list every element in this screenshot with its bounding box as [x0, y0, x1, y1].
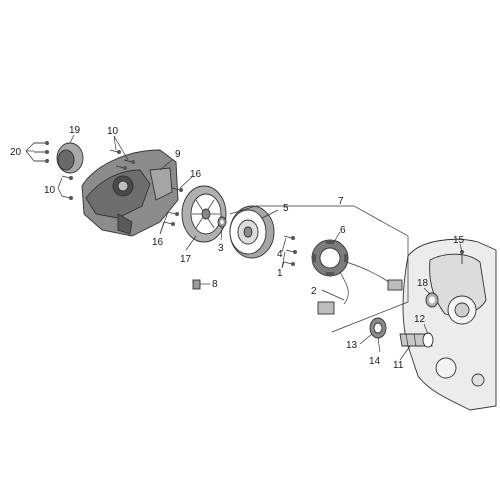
callout-6: 6	[340, 225, 346, 236]
callout-20: 20	[10, 147, 22, 158]
callout-4: 4	[277, 249, 283, 260]
screws-10-left	[61, 175, 73, 200]
callout-8: 8	[212, 279, 218, 290]
callout-16-bottom: 16	[152, 237, 164, 248]
leader-lines	[25, 134, 463, 361]
callout-labels: 20 19 10 10 9 16 16 17 3 5 7 6 4 1 8 2 1…	[10, 125, 465, 371]
screws-10-top	[109, 149, 135, 170]
cooling-fan-wheel	[181, 185, 227, 243]
callout-13: 13	[346, 340, 358, 351]
callout-15: 15	[453, 235, 465, 246]
callout-7: 7	[338, 196, 344, 207]
washer-18	[425, 292, 439, 308]
fan-cover-housing	[81, 149, 179, 237]
callout-2: 2	[311, 286, 317, 297]
flywheel-rotor	[229, 205, 275, 259]
callout-18: 18	[417, 278, 429, 289]
cover-cap	[56, 142, 84, 174]
callout-5: 5	[283, 203, 289, 214]
callout-10-left: 10	[44, 185, 56, 196]
screws-4-1	[283, 235, 297, 266]
o-ring	[422, 332, 434, 348]
callout-17: 17	[180, 254, 192, 265]
engine-casing	[402, 238, 497, 411]
callout-11: 11	[393, 360, 404, 371]
screws-16	[163, 187, 183, 226]
wiring-harness	[317, 261, 403, 315]
stator-coil	[311, 239, 349, 277]
callout-1: 1	[277, 268, 283, 279]
callout-14: 14	[369, 356, 381, 367]
callout-19: 19	[69, 125, 81, 136]
callout-3: 3	[218, 243, 224, 254]
screws-20	[34, 141, 49, 163]
callout-9: 9	[175, 149, 181, 160]
key-8	[192, 279, 201, 290]
oil-seal	[369, 317, 387, 339]
callout-12: 12	[414, 314, 426, 325]
callout-16-top: 16	[190, 169, 202, 180]
stator-group-frame	[229, 205, 409, 333]
callout-10-top: 10	[107, 126, 119, 137]
nut-3	[217, 216, 227, 228]
